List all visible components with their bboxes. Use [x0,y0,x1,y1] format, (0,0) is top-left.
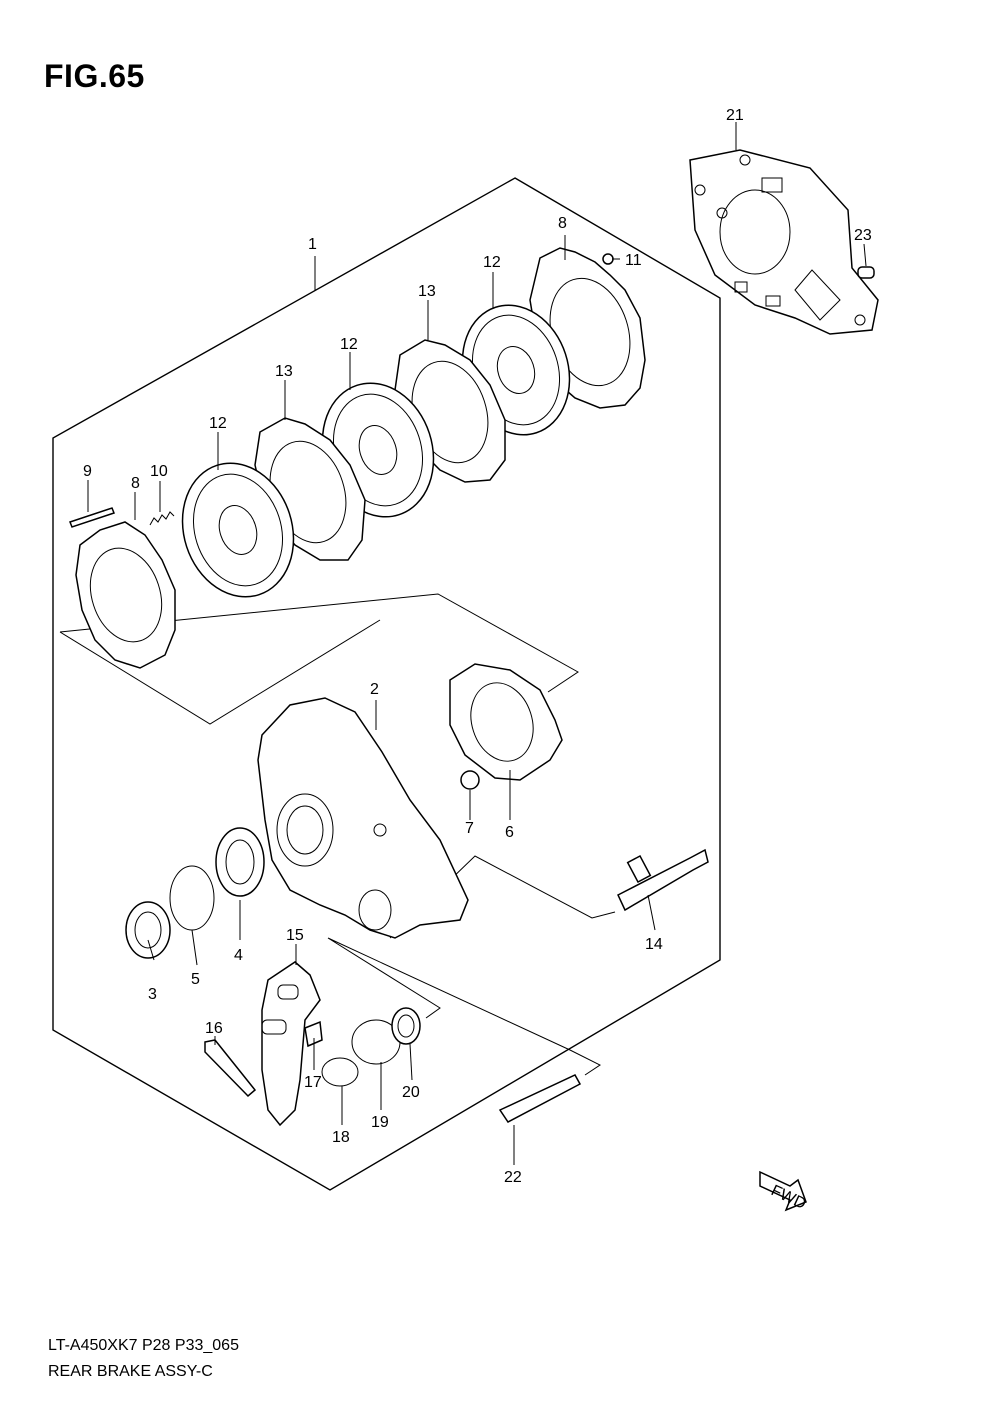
brake-lever-15 [261,961,321,1127]
callout-3: 3 [148,986,157,1003]
leader-lines [87,122,867,1165]
callout-18: 18 [332,1129,350,1146]
dowel-pin-23 [857,266,875,279]
callout-7: 7 [465,820,474,837]
pressure-plate-6 [449,663,563,781]
callout-22: 22 [504,1169,522,1186]
callout-2: 2 [370,681,379,698]
lever-group-outline [327,937,601,1076]
brake-housing-2 [257,697,469,939]
gasket-21 [689,149,879,335]
callout-1: 1 [308,236,317,253]
oil-seal-3 [125,901,171,959]
return-spring-18 [321,1057,359,1087]
figure-title: FIG.65 [44,58,145,94]
spring-10 [149,511,175,526]
nut-17 [304,1020,323,1048]
callout-9: 9 [83,463,92,480]
callout-23: 23 [854,227,872,244]
fwd-arrow-icon: FWD [759,1170,809,1213]
ball-7 [460,770,480,790]
callout-20: 20 [402,1084,420,1101]
callout-11: 11 [625,252,642,269]
callout-13-middle: 13 [275,363,293,380]
friction-plate-12-lower [181,462,295,598]
callout-4: 4 [234,947,243,964]
assembly-outline [52,177,721,1191]
camshaft-14 [617,848,709,912]
bolt-22 [498,1074,582,1123]
model-code: LT-A450XK7 P28 P33_065 [48,1337,239,1354]
callout-12-upper: 12 [483,254,501,271]
callout-8-lower: 8 [131,475,140,492]
callout-21: 21 [726,107,744,124]
callout-13-upper: 13 [418,283,436,300]
callout-12-lower: 12 [209,415,227,432]
circlip-5 [169,865,215,931]
callout-15: 15 [286,927,304,944]
assembly-name: REAR BRAKE ASSY-C [48,1363,213,1380]
callout-19: 19 [371,1114,389,1131]
callout-12-middle: 12 [340,336,358,353]
callout-8-top: 8 [558,215,567,232]
oil-seal-20 [391,1007,421,1045]
callout-10: 10 [150,463,168,480]
callout-14: 14 [645,936,663,953]
callout-6: 6 [505,824,514,841]
callout-17: 17 [304,1074,322,1091]
plate-group-outline [59,593,579,725]
callout-16: 16 [205,1020,223,1037]
bolt-16 [204,1039,257,1098]
spring-11 [602,253,614,265]
bearing-4 [215,827,265,897]
callout-5: 5 [191,971,200,988]
pin-9 [69,507,115,528]
steel-plate-8-lower [75,521,176,669]
